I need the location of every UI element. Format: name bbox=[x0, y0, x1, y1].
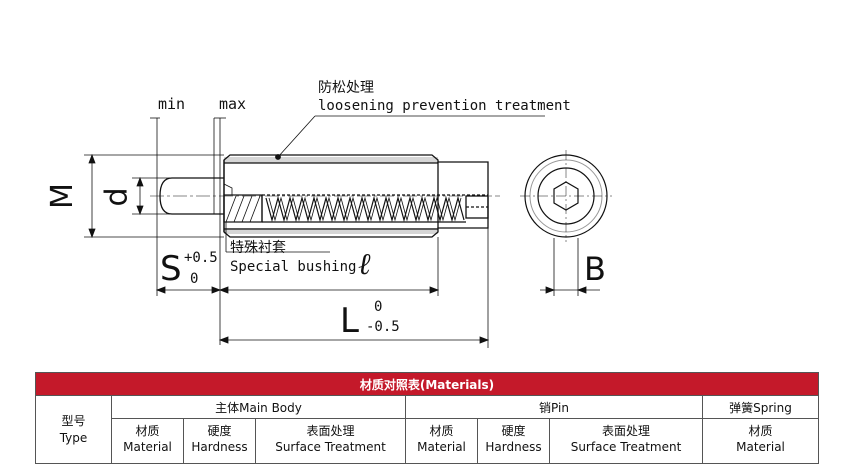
dim-S-label: S bbox=[160, 249, 182, 289]
spring-coil bbox=[265, 195, 465, 223]
dim-l-label: ℓ bbox=[358, 247, 371, 282]
technical-drawing: min max 防松处理 loosening prevention treatm… bbox=[44, 80, 612, 348]
type-cn: 型号 bbox=[61, 413, 86, 428]
dim-L-tol-lower: -0.5 bbox=[366, 319, 400, 335]
max-label: max bbox=[219, 95, 247, 113]
dim-S-tol-lower: 0 bbox=[190, 271, 199, 287]
dimension-lines bbox=[84, 115, 600, 348]
dim-L-label: L bbox=[340, 301, 359, 341]
dim-B-label: B bbox=[584, 250, 606, 288]
dim-S-tol-upper: +0.5 bbox=[184, 250, 218, 266]
group-pin: 销Pin bbox=[405, 395, 703, 419]
bushing bbox=[223, 194, 263, 223]
loosening-note-en: loosening prevention treatment bbox=[318, 98, 571, 114]
dim-L-tol-upper: 0 bbox=[374, 299, 383, 315]
loosening-note-cn: 防松处理 bbox=[318, 80, 374, 96]
min-label: min bbox=[158, 95, 186, 113]
table-title-row: 材质对照表(Materials) bbox=[34, 372, 820, 396]
dim-d-label: d bbox=[99, 187, 135, 207]
table-group-row: 型号 Type 主体Main Body 销Pin 弹簧Spring bbox=[35, 395, 820, 464]
plunger-drawing-svg bbox=[84, 115, 612, 348]
bushing-label-en: Special bushing bbox=[230, 259, 357, 275]
type-header: 型号 Type bbox=[35, 395, 112, 464]
dim-M-label: M bbox=[44, 183, 80, 209]
type-en: Type bbox=[59, 430, 88, 445]
table-title: 材质对照表(Materials) bbox=[34, 372, 820, 396]
end-view bbox=[520, 150, 612, 242]
materials-table: 材质对照表(Materials) 型号 Type 主体Main Body 销Pi… bbox=[34, 372, 820, 464]
group-main-body: 主体Main Body bbox=[111, 395, 406, 419]
group-spring: 弹簧Spring bbox=[701, 395, 820, 419]
plunger-body bbox=[223, 154, 489, 238]
bushing-label-cn: 特殊衬套 bbox=[230, 240, 286, 256]
